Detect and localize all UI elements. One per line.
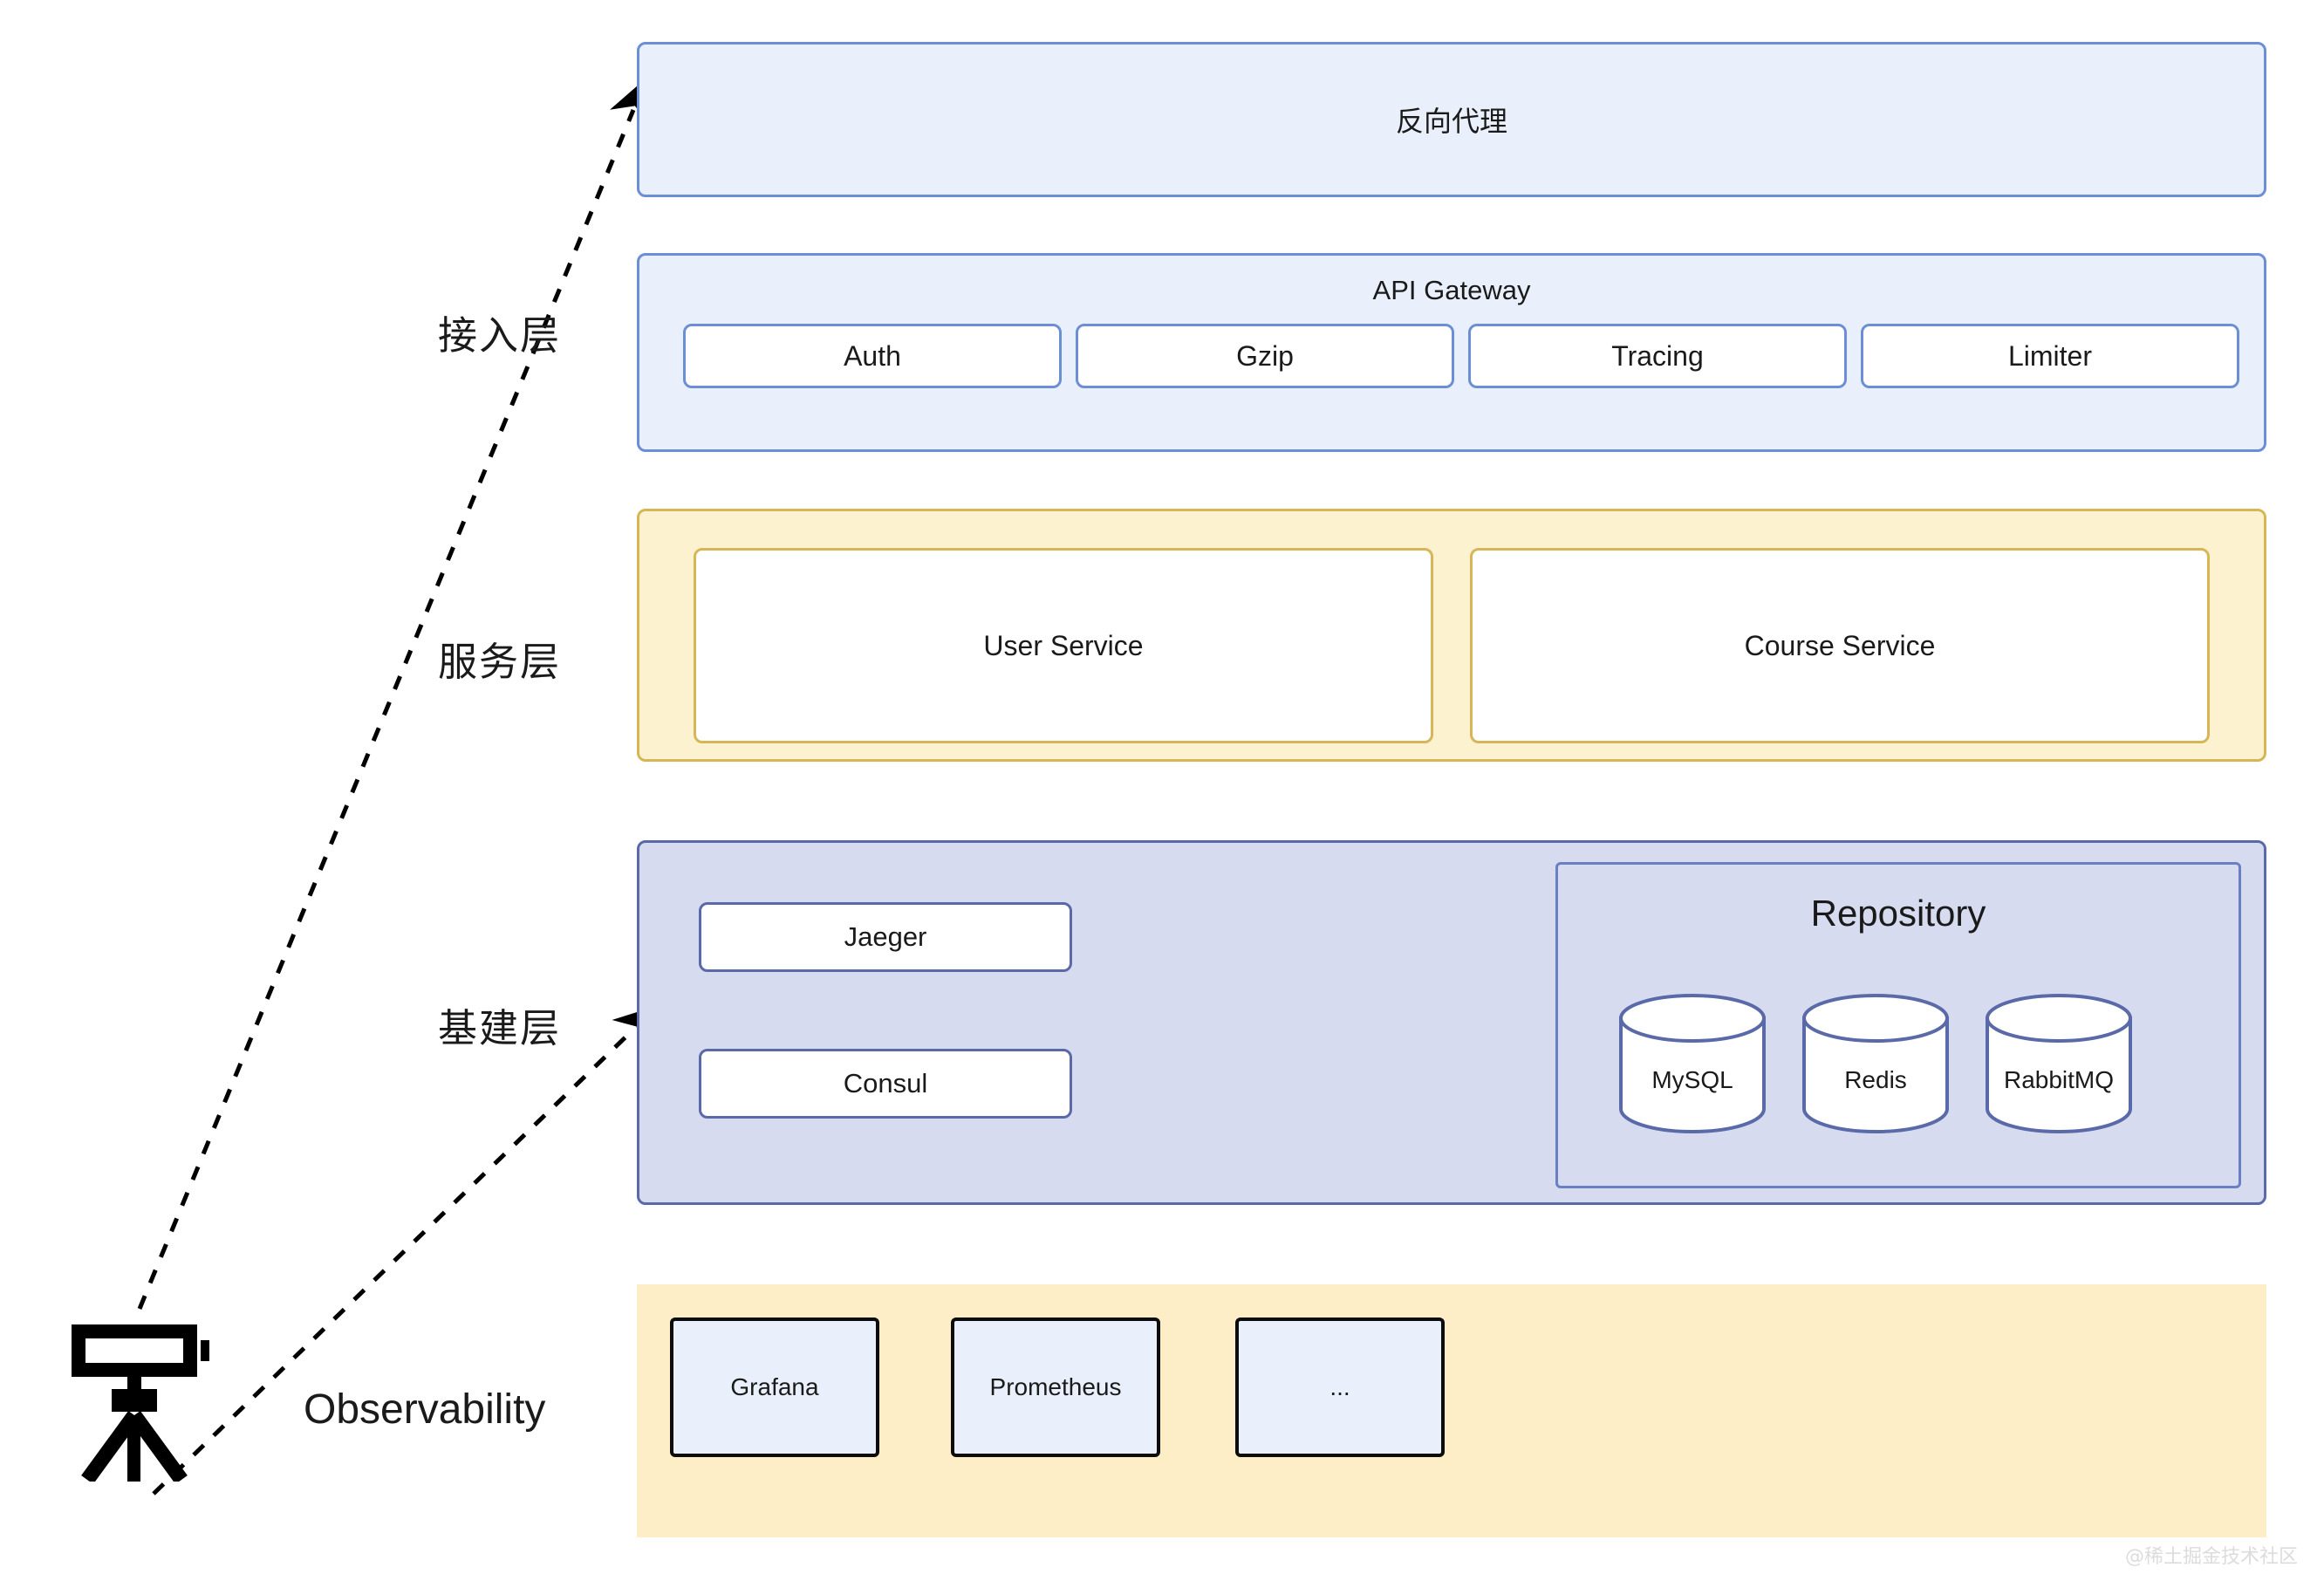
repository-store-rabbitmq[interactable]: RabbitMQ: [1984, 994, 2134, 1133]
infra-component-jaeger-label: Jaeger: [844, 921, 927, 952]
layer-caption-observability: Observability: [304, 1386, 546, 1433]
gateway-module-auth-label: Auth: [844, 339, 901, 372]
api-gateway-title: API Gateway: [1372, 275, 1531, 305]
infra-component-jaeger[interactable]: Jaeger: [699, 902, 1072, 972]
layer-caption-service: 服务层: [438, 639, 562, 685]
gateway-module-auth[interactable]: Auth: [683, 324, 1062, 388]
gateway-module-limiter-label: Limiter: [2007, 339, 2092, 372]
reverse-proxy-label: 反向代理: [1395, 105, 1507, 138]
service-layer-box[interactable]: User Service Course Service: [637, 509, 2266, 762]
observability-tool-more-label: ...: [1329, 1373, 1350, 1400]
repository-store-redis[interactable]: Redis: [1801, 994, 1951, 1133]
api-gateway-box[interactable]: API Gateway Auth Gzip Tracing Limiter: [637, 253, 2266, 452]
service-course-service-label: Course Service: [1744, 629, 1936, 661]
layer-caption-infrastructure: 基建层: [438, 1005, 562, 1051]
infra-component-consul-label: Consul: [843, 1068, 928, 1098]
reverse-proxy-box[interactable]: 反向代理: [637, 42, 2266, 197]
infra-component-consul[interactable]: Consul: [699, 1049, 1072, 1119]
connector-telescope-to-access: [137, 78, 651, 1310]
gateway-module-tracing-label: Tracing: [1611, 339, 1704, 372]
repository-panel[interactable]: Repository MySQL Redis: [1555, 862, 2241, 1188]
service-user-service[interactable]: User Service: [694, 548, 1433, 743]
layer-caption-access: 接入层: [438, 312, 562, 359]
observability-tool-grafana[interactable]: Grafana: [670, 1318, 879, 1457]
infrastructure-layer-box[interactable]: Jaeger Consul Repository MySQL: [637, 840, 2266, 1205]
gateway-module-tracing[interactable]: Tracing: [1468, 324, 1847, 388]
observability-layer-band: Grafana Prometheus ...: [637, 1284, 2266, 1537]
observability-tool-prometheus[interactable]: Prometheus: [951, 1318, 1160, 1457]
observability-tool-grafana-label: Grafana: [730, 1373, 819, 1400]
watermark: @稀土掘金技术社区: [2124, 1546, 2298, 1568]
repository-store-mysql[interactable]: MySQL: [1617, 994, 1767, 1133]
service-user-service-label: User Service: [983, 629, 1144, 661]
observability-tool-prometheus-label: Prometheus: [989, 1373, 1122, 1400]
gateway-module-gzip-label: Gzip: [1236, 339, 1294, 372]
gateway-module-gzip[interactable]: Gzip: [1076, 324, 1454, 388]
telescope-icon: [70, 1324, 220, 1485]
repository-title: Repository: [1810, 893, 1986, 934]
gateway-module-limiter[interactable]: Limiter: [1861, 324, 2239, 388]
observability-tool-more[interactable]: ...: [1235, 1318, 1445, 1457]
service-course-service[interactable]: Course Service: [1470, 548, 2210, 743]
